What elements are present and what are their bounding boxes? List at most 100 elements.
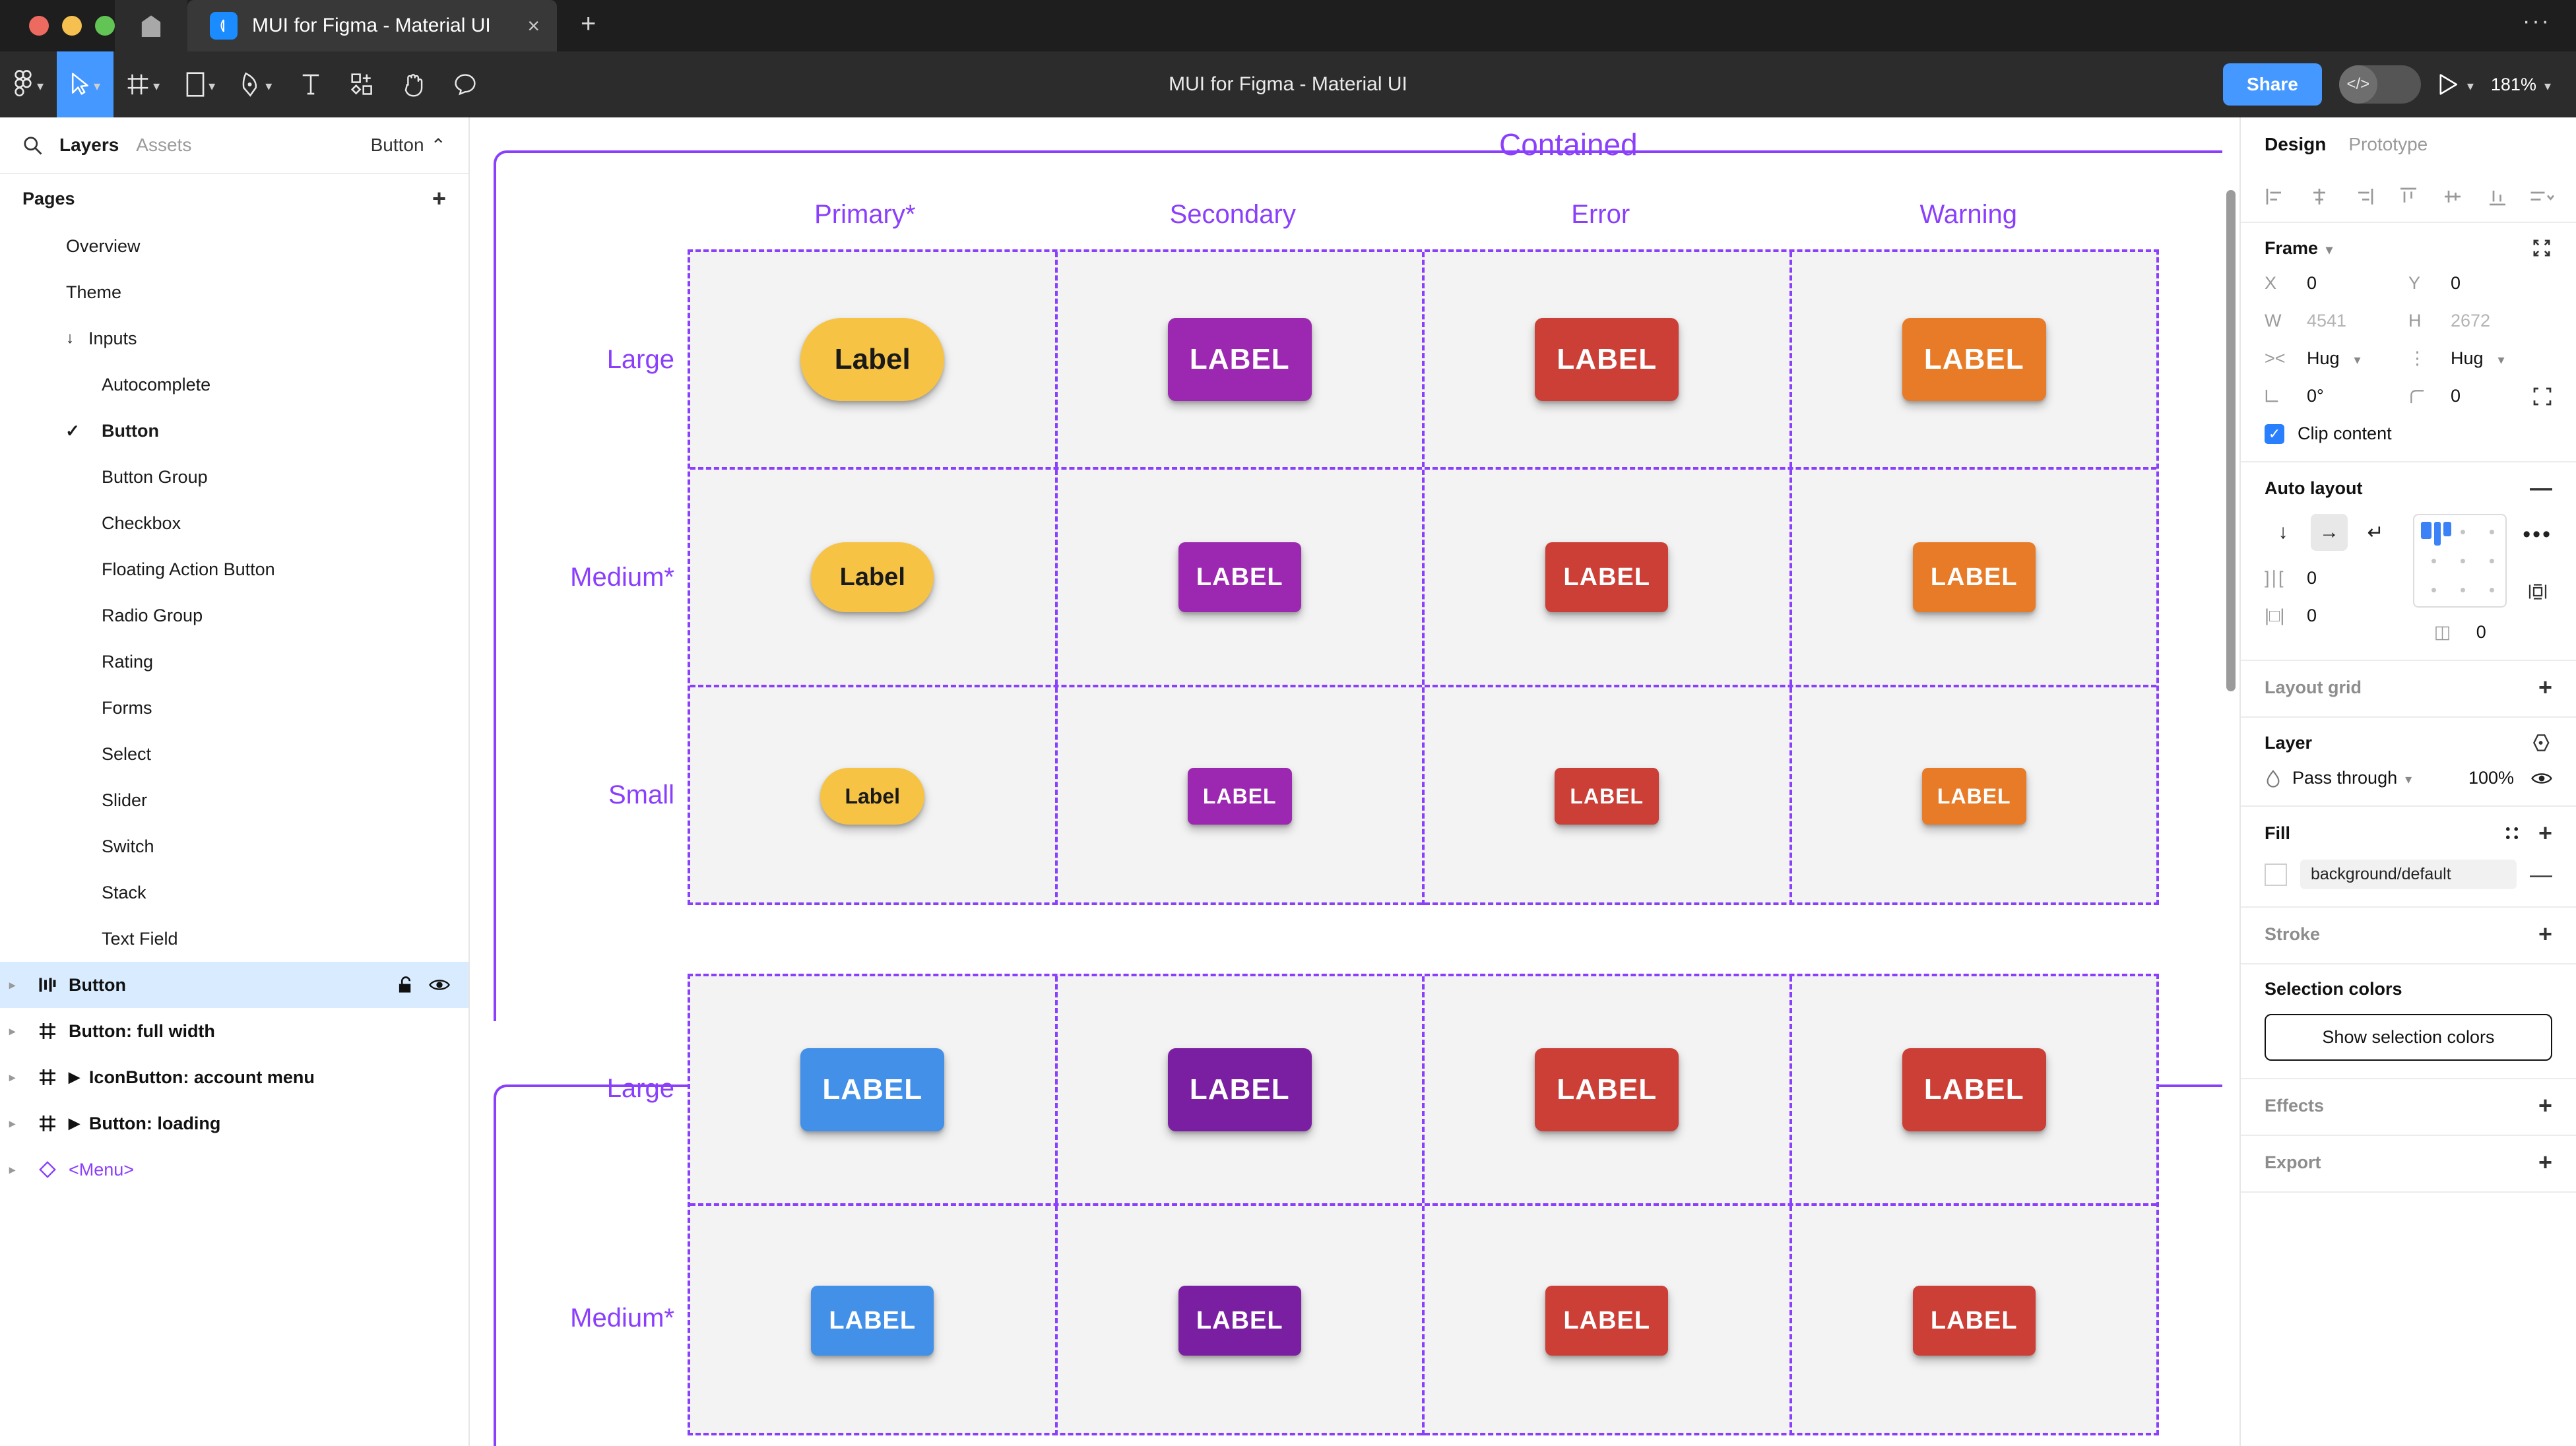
layer-row[interactable]: ▸Button: full width: [0, 1008, 468, 1054]
hand-tool-icon[interactable]: [388, 51, 439, 117]
visibility-eye-icon[interactable]: [2531, 770, 2552, 787]
page-item-button[interactable]: ✓Button: [0, 408, 468, 454]
page-item-autocomplete[interactable]: Autocomplete: [0, 362, 468, 408]
add-fill-button[interactable]: +: [2538, 819, 2552, 846]
expand-arrow-icon[interactable]: ▶: [69, 1069, 80, 1085]
layer-row[interactable]: ▸▶IconButton: account menu: [0, 1054, 468, 1100]
width-field[interactable]: W 4541: [2265, 311, 2408, 331]
chevron-down-icon[interactable]: ▾: [2354, 353, 2361, 367]
material-button[interactable]: LABEL: [1912, 542, 2036, 612]
page-item-rating[interactable]: Rating: [0, 639, 468, 685]
layer-mask-icon[interactable]: [2531, 732, 2552, 753]
dev-mode-toggle[interactable]: </>: [2338, 65, 2421, 104]
page-item-select[interactable]: Select: [0, 731, 468, 777]
individual-padding-icon[interactable]: [2528, 582, 2548, 602]
chevron-down-icon[interactable]: ▾: [2405, 772, 2412, 787]
align-left-icon[interactable]: [2261, 182, 2290, 211]
add-layout-grid-button[interactable]: +: [2538, 674, 2552, 701]
add-export-button[interactable]: +: [2538, 1148, 2552, 1176]
material-button[interactable]: LABEL: [1167, 318, 1312, 401]
align-horizontal-center-icon[interactable]: [2305, 182, 2334, 211]
vertical-padding-field[interactable]: ◫ 0: [2434, 622, 2486, 643]
add-effect-button[interactable]: +: [2538, 1092, 2552, 1119]
material-button[interactable]: LABEL: [1187, 768, 1292, 825]
chevron-down-icon[interactable]: ▾: [2497, 353, 2505, 367]
pen-tool-icon[interactable]: ▾: [228, 51, 285, 117]
window-menu-icon[interactable]: ···: [2523, 9, 2551, 34]
remove-fill-button[interactable]: —: [2530, 862, 2552, 887]
material-button[interactable]: LABEL: [1535, 1048, 1679, 1131]
zoom-control[interactable]: 181% ▾: [2491, 75, 2551, 95]
clip-content-row[interactable]: ✓ Clip content: [2265, 424, 2552, 444]
x-field[interactable]: X 0: [2265, 273, 2408, 294]
clip-content-checkbox[interactable]: ✓: [2265, 424, 2284, 444]
chevron-down-icon[interactable]: ▾: [2544, 79, 2551, 94]
blend-mode-value[interactable]: Pass through: [2292, 768, 2398, 788]
visibility-eye-icon[interactable]: [429, 976, 450, 993]
home-button[interactable]: [115, 0, 187, 51]
comment-tool-icon[interactable]: [439, 51, 491, 117]
share-button[interactable]: Share: [2223, 63, 2322, 106]
rotation-field[interactable]: 0°: [2265, 386, 2408, 406]
align-vertical-center-icon[interactable]: [2438, 182, 2467, 211]
horizontal-resizing-field[interactable]: >< Hug ▾: [2265, 348, 2408, 369]
page-item-slider[interactable]: Slider: [0, 777, 468, 823]
resources-tool-icon[interactable]: [337, 51, 388, 117]
shape-tool-icon[interactable]: ▾: [173, 51, 228, 117]
material-button[interactable]: LABEL: [1921, 768, 2026, 825]
caret-right-icon[interactable]: ▸: [9, 1116, 16, 1130]
material-button[interactable]: Label: [811, 542, 934, 612]
fill-styles-icon[interactable]: [2503, 824, 2521, 842]
material-button[interactable]: LABEL: [1555, 768, 1659, 825]
add-page-button[interactable]: +: [432, 185, 446, 212]
page-item-switch[interactable]: Switch: [0, 823, 468, 869]
material-button[interactable]: Label: [820, 768, 925, 825]
chevron-down-icon[interactable]: ▾: [153, 79, 160, 94]
remove-auto-layout-button[interactable]: —: [2530, 476, 2552, 501]
page-item-button-group[interactable]: Button Group: [0, 454, 468, 500]
page-item-stack[interactable]: Stack: [0, 869, 468, 916]
close-window-button[interactable]: [29, 16, 49, 36]
move-tool-icon[interactable]: ▾: [57, 51, 114, 117]
caret-right-icon[interactable]: ▸: [9, 1024, 16, 1038]
frame-tool-icon[interactable]: ▾: [113, 51, 173, 117]
y-field[interactable]: Y 0: [2408, 273, 2552, 294]
page-item-text-field[interactable]: Text Field: [0, 916, 468, 962]
align-right-icon[interactable]: [2350, 182, 2379, 211]
align-top-icon[interactable]: [2394, 182, 2423, 211]
material-button[interactable]: LABEL: [811, 1286, 934, 1356]
layer-row[interactable]: ▸▶Button: loading: [0, 1100, 468, 1147]
tab-layers[interactable]: Layers: [59, 135, 119, 155]
text-tool-icon[interactable]: [285, 51, 337, 117]
page-item-inputs[interactable]: ↓Inputs: [0, 315, 468, 362]
material-button[interactable]: LABEL: [1545, 542, 1669, 612]
tab-design[interactable]: Design: [2265, 134, 2327, 154]
current-page-selector[interactable]: Button ⌃: [371, 135, 446, 156]
unlock-icon[interactable]: [397, 975, 414, 995]
chevron-down-icon[interactable]: ▾: [209, 79, 216, 94]
material-button[interactable]: LABEL: [1545, 1286, 1669, 1356]
caret-right-icon[interactable]: ▸: [9, 1162, 16, 1176]
material-button[interactable]: LABEL: [1178, 1286, 1301, 1356]
layer-row[interactable]: ▸Button: [0, 962, 468, 1008]
corner-radius-field[interactable]: 0: [2408, 386, 2552, 406]
vertical-resizing-field[interactable]: ⋮ Hug ▾: [2408, 348, 2552, 369]
fill-color-swatch[interactable]: [2265, 863, 2287, 886]
tab-assets[interactable]: Assets: [136, 135, 192, 155]
present-button[interactable]: ▾: [2438, 74, 2474, 95]
layout-direction-wrap[interactable]: ↵: [2367, 521, 2384, 544]
page-item-checkbox[interactable]: Checkbox: [0, 500, 468, 546]
page-item-floating-action-button[interactable]: Floating Action Button: [0, 546, 468, 592]
material-button[interactable]: LABEL: [1902, 318, 2046, 401]
page-item-theme[interactable]: Theme: [0, 269, 468, 315]
maximize-window-button[interactable]: [95, 16, 115, 36]
layout-direction-vertical[interactable]: ↓: [2278, 521, 2288, 543]
layer-row[interactable]: ▸<Menu>: [0, 1147, 468, 1193]
chevron-down-icon[interactable]: ▾: [94, 79, 101, 94]
align-bottom-icon[interactable]: [2483, 182, 2512, 211]
material-button[interactable]: LABEL: [1912, 1286, 2036, 1356]
horizontal-padding-field[interactable]: |□| 0: [2265, 606, 2397, 626]
page-item-radio-group[interactable]: Radio Group: [0, 592, 468, 639]
canvas-vertical-scrollbar[interactable]: [2226, 190, 2236, 691]
